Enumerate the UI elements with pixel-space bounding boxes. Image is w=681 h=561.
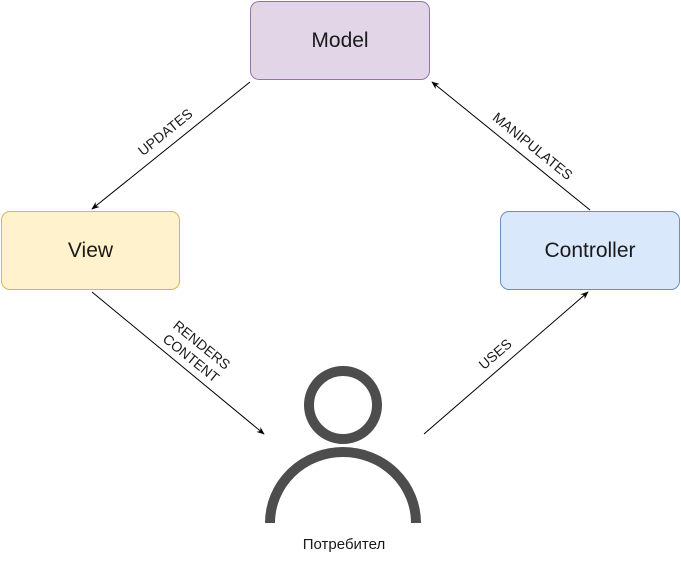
edge-uses: [423, 291, 589, 435]
controller-node[interactable]: Controller: [500, 211, 680, 290]
view-label: View: [67, 238, 114, 262]
edge-manipulates: [431, 81, 591, 211]
controller-label: Controller: [544, 238, 636, 262]
edge-updates: [91, 81, 251, 210]
model-label: Model: [311, 28, 369, 52]
user-icon-head: [304, 366, 382, 444]
user-caption: Потребител: [302, 536, 386, 553]
user-icon: [265, 366, 421, 524]
view-node[interactable]: View: [1, 211, 180, 290]
edge-label-uses: USES: [476, 335, 515, 372]
edge-renders-content: [91, 291, 265, 435]
user-icon-body: [265, 447, 421, 524]
edge-label-manipulates: MANIPULATES: [490, 109, 576, 183]
model-node[interactable]: Model: [250, 1, 430, 80]
